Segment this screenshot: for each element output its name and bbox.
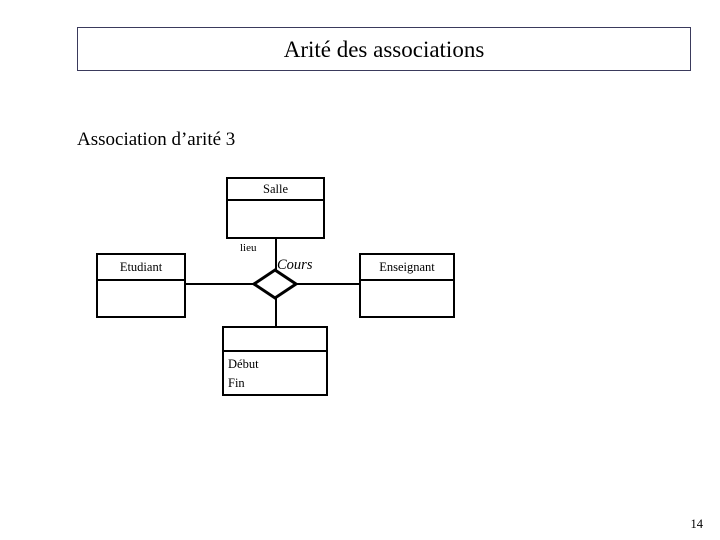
relationship-label-cours: Cours [277, 257, 313, 273]
entity-salle[interactable]: Salle [226, 177, 325, 239]
diamond-shape-icon [252, 268, 298, 300]
connector-cours-attributes [275, 296, 277, 326]
entity-enseignant-name: Enseignant [361, 255, 453, 281]
entity-enseignant-attributes [361, 281, 453, 316]
connector-etudiant-cours [186, 283, 258, 285]
entity-etudiant-attributes [98, 281, 184, 316]
attribute-fin: Fin [228, 376, 245, 391]
attribute-box-name [224, 328, 326, 352]
attribute-box-attributes: Début Fin [224, 352, 326, 396]
entity-enseignant[interactable]: Enseignant [359, 253, 455, 318]
slide-title-box: Arité des associations [77, 27, 691, 71]
attribute-debut: Début [228, 357, 259, 371]
edge-label-lieu: lieu [240, 242, 257, 254]
relationship-attribute-box[interactable]: Début Fin [222, 326, 328, 396]
connector-enseignant-cours [292, 283, 359, 285]
relationship-diamond-cours[interactable] [252, 268, 298, 300]
entity-salle-name: Salle [228, 179, 323, 201]
entity-etudiant[interactable]: Etudiant [96, 253, 186, 318]
page-title: Arité des associations [283, 36, 485, 62]
connector-salle-cours [275, 238, 277, 270]
slide-subtitle: Association d’arité 3 [77, 129, 236, 150]
entity-salle-attributes [228, 201, 323, 237]
entity-etudiant-name: Etudiant [98, 255, 184, 281]
page-number: 14 [690, 516, 704, 531]
